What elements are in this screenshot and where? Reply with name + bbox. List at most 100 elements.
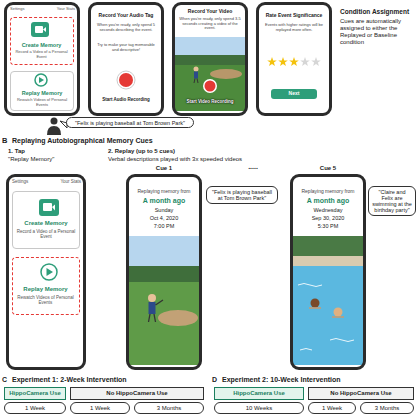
camera-icon bbox=[39, 199, 59, 216]
water-ripple bbox=[298, 284, 354, 351]
duration-pill: 1 Week bbox=[70, 402, 130, 414]
screen-text: When you're ready, only spend 5 seconds … bbox=[94, 23, 158, 32]
replay-icon bbox=[47, 268, 54, 276]
duration-pill: 3 Months bbox=[134, 402, 204, 414]
step-note: Verbal descriptions played with 3x speed… bbox=[108, 156, 408, 163]
phase-text: HippoCamera Use bbox=[217, 390, 301, 397]
screen-text: A month ago bbox=[295, 197, 361, 205]
button-text: Create Memory bbox=[12, 42, 71, 48]
speech-bubble: "Felix is playing baseball at Tom Brown … bbox=[66, 117, 194, 128]
panel-letter: D bbox=[212, 376, 222, 384]
child-figure bbox=[309, 308, 344, 317]
rating-star bbox=[311, 57, 321, 66]
photo-trees bbox=[175, 55, 245, 65]
button-text: Create Memory bbox=[14, 220, 78, 227]
phase-box: HippoCamera Use bbox=[4, 387, 66, 400]
button-text: Record a Video of a Personal Event bbox=[13, 50, 70, 59]
duration-pill: 1 Week bbox=[4, 402, 66, 414]
screen-text: Oct 4, 2020 bbox=[131, 215, 197, 221]
child-figure bbox=[149, 300, 164, 322]
camera-icon bbox=[31, 22, 49, 37]
child-figure bbox=[148, 294, 156, 302]
next-button: Next bbox=[271, 89, 317, 99]
phone-screen: Replaying memory fromA month agoSundayOc… bbox=[126, 174, 202, 370]
screen-text: Wednesday bbox=[295, 207, 361, 213]
phone-screen: SettingsYour StatsCreate MemoryRecord a … bbox=[4, 2, 80, 116]
duration-text: 1 Week bbox=[7, 405, 64, 412]
camera-icon bbox=[43, 203, 52, 211]
phone-screen: Record Your VideoWhen you're ready, only… bbox=[172, 2, 248, 116]
person-icon bbox=[51, 118, 58, 125]
duration-text: 3 Months bbox=[363, 405, 412, 412]
button-text: Replay Memory bbox=[12, 90, 72, 96]
screen-text: Sep 30, 2020 bbox=[295, 215, 361, 221]
panel-title: Replaying Autobiographical Memory Cues bbox=[12, 137, 312, 145]
step-label: 1. Tap bbox=[8, 148, 100, 155]
screen-text: Sunday bbox=[131, 207, 197, 213]
phase-text: HippoCamera Use bbox=[7, 390, 63, 397]
screen-text: 5:30 PM bbox=[295, 223, 361, 229]
screen-text: Record Your Audio Tag bbox=[93, 13, 159, 19]
rating-star bbox=[289, 57, 299, 66]
screen-text: Replaying memory from bbox=[295, 189, 361, 195]
menu-button: Create MemoryRecord a Video of a Persona… bbox=[10, 17, 74, 65]
note: Cues are automatically assigned to eithe… bbox=[340, 18, 416, 46]
cue-label: Cue 5 bbox=[308, 165, 348, 172]
camera-icon bbox=[52, 205, 55, 211]
menu-button: Replay MemoryRewatch Videos of Personal … bbox=[12, 257, 80, 315]
phase-text: No HippoCamera Use bbox=[73, 390, 201, 397]
child-figure bbox=[194, 67, 199, 72]
speech-bubble: "Felix is playing baseball at Tom Brown … bbox=[206, 186, 278, 204]
child-figure bbox=[311, 299, 320, 308]
screen-text: 7:00 PM bbox=[131, 223, 197, 229]
screen-text: Your Stats bbox=[47, 179, 81, 184]
rating-star bbox=[278, 57, 288, 66]
phase-box: HippoCamera Use bbox=[214, 387, 304, 400]
bubble-text: "Claire and Felix are swimming at the bi… bbox=[372, 189, 412, 214]
bubble-text: "Felix is playing baseball at Tom Brown … bbox=[70, 120, 190, 126]
duration-text: 3 Months bbox=[137, 405, 202, 412]
speech-bubble: "Claire and Felix are swimming at the bi… bbox=[368, 186, 416, 216]
camera-icon bbox=[35, 26, 43, 33]
screen-text: Settings bbox=[10, 7, 42, 12]
record-button bbox=[119, 73, 133, 87]
button-text: Rewatch Videos of Personal Events bbox=[15, 295, 76, 305]
screen-text: Rate Event Significance bbox=[261, 13, 327, 19]
menu-button: Create MemoryRecord a Video of a Persona… bbox=[12, 191, 80, 249]
screen-text: Try to make your tag memorable and descr… bbox=[94, 43, 158, 52]
phone-screen: Record Your Audio TagWhen you're ready, … bbox=[88, 2, 164, 116]
photo-sky bbox=[175, 37, 245, 55]
pool-water bbox=[293, 266, 363, 365]
child-figure bbox=[149, 302, 156, 314]
screen-text: When you're ready, only spend 3-5 second… bbox=[178, 17, 242, 31]
photo-trees bbox=[293, 236, 363, 256]
panel-title: Experiment 2: 10-Week Intervention bbox=[222, 376, 418, 384]
screen-text: Events with higher ratings will be repla… bbox=[262, 23, 326, 32]
rating-star bbox=[300, 57, 310, 66]
pool-deck bbox=[293, 256, 363, 266]
photo-sky bbox=[129, 236, 199, 266]
duration-text: 10 Weeks bbox=[217, 405, 302, 412]
heading: Condition Assignment bbox=[340, 8, 416, 15]
rating-star bbox=[267, 57, 277, 66]
button-text: Record a Video of a Personal Event bbox=[15, 229, 77, 239]
camera-icon bbox=[43, 27, 46, 32]
duration-text: 1 Week bbox=[73, 405, 128, 412]
duration-pill: 3 Months bbox=[360, 402, 414, 414]
screen-text: Your Stats bbox=[43, 7, 75, 12]
photo-grass bbox=[175, 65, 245, 111]
child-figure bbox=[194, 79, 198, 84]
photo-dirt bbox=[210, 69, 242, 79]
button-text: Next bbox=[273, 91, 315, 97]
photo-grass bbox=[129, 282, 199, 365]
screen-text: Replaying memory from bbox=[131, 189, 197, 195]
phase-box: No HippoCamera Use bbox=[70, 387, 204, 400]
screen-text: Settings bbox=[12, 179, 46, 184]
screen-text: Record Your Video bbox=[177, 9, 243, 15]
screen-text: Start Audio Recording bbox=[93, 97, 159, 102]
ellipsis: ..... bbox=[228, 163, 278, 171]
photo-trees bbox=[129, 266, 199, 282]
bubble-text: "Felix is playing baseball at Tom Brown … bbox=[210, 189, 274, 202]
record-button bbox=[117, 71, 135, 89]
